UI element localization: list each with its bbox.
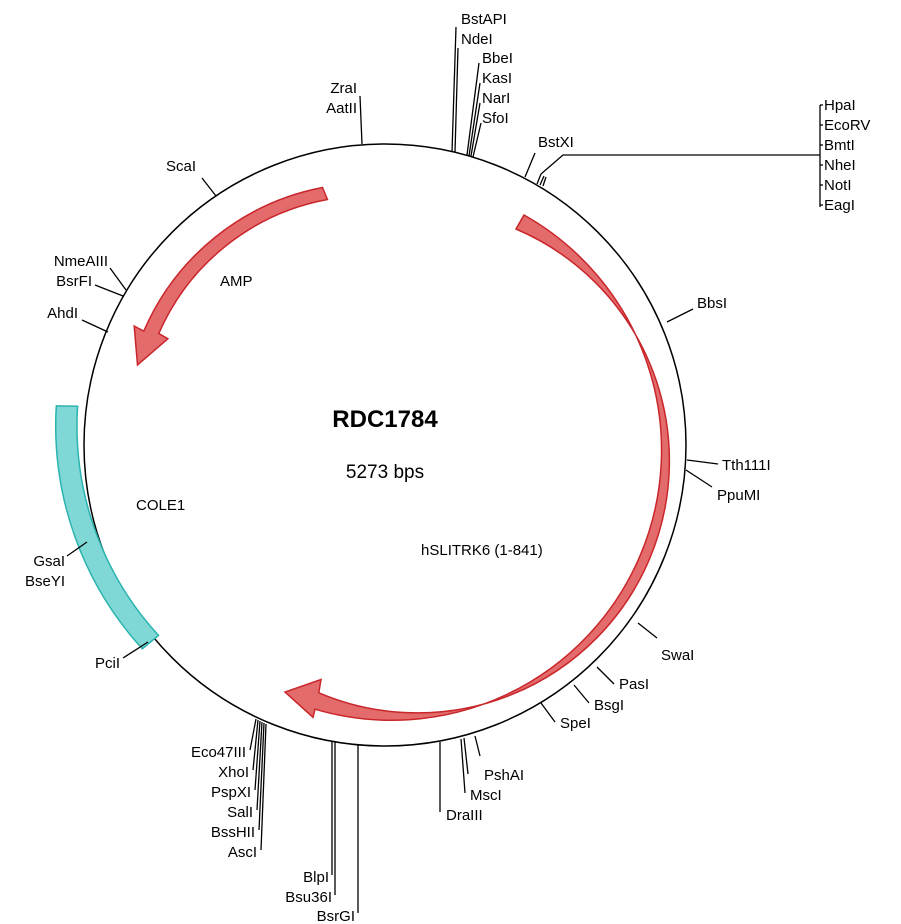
site-label-pshai: PshAI (484, 767, 524, 784)
site-label-msci: MscI (470, 787, 502, 804)
site-label-kasi: KasI (482, 70, 512, 87)
site-label-ppumi: PpuMI (717, 487, 760, 504)
site-cluster-swai: SwaI (637, 622, 694, 664)
site-cluster-blpi: BlpI Bsu36I BsrGI (285, 742, 359, 924)
site-label-bbsi: BbsI (697, 295, 727, 312)
site-label-eagi: EagI (824, 197, 855, 214)
site-label-pcii: PciI (95, 655, 120, 672)
site-label-bsrgi: BsrGI (317, 908, 355, 924)
site-cluster-nmeaiii: NmeAIII BsrFI (54, 253, 127, 297)
site-label-hpai: HpaI (824, 97, 856, 114)
site-cluster-ahdi: AhdI (47, 305, 109, 333)
site-label-spei: SpeI (560, 715, 591, 732)
site-label-nhei: NheI (824, 157, 856, 174)
amp-label: AMP (220, 273, 253, 290)
site-label-asci: AscI (228, 844, 257, 861)
site-label-pasi: PasI (619, 676, 649, 693)
site-label-scai: ScaI (166, 158, 196, 175)
site-label-sali: SalI (227, 804, 253, 821)
site-label-bsu36i: Bsu36I (285, 889, 332, 906)
site-label-bsshii: BssHII (211, 824, 255, 841)
site-cluster-bbsi: BbsI (666, 295, 727, 323)
site-label-bseyi: BseYI (25, 573, 65, 590)
cole1-label: COLE1 (136, 497, 185, 514)
site-label-bsrfi: BsrFI (56, 273, 92, 290)
site-label-sfoi: SfoI (482, 110, 509, 127)
cole1-feature (55, 405, 160, 650)
site-label-swai: SwaI (661, 647, 694, 664)
site-cluster-gsai: GsaI BseYI (25, 541, 88, 590)
site-cluster-spei: SpeI (540, 702, 591, 732)
site-label-tth111i: Tth111I (722, 457, 771, 474)
plasmid-backbone (83, 143, 687, 747)
site-label-eco47iii: Eco47III (191, 744, 246, 761)
hslitrk6-feature (283, 213, 671, 721)
site-cluster-scai: ScaI (166, 158, 217, 197)
site-cluster-drai: PshAI MscI DraIII (439, 735, 524, 824)
site-label-ahdi: AhdI (47, 305, 78, 322)
site-label-nmeaiii: NmeAIII (54, 253, 108, 270)
plasmid-name: RDC1784 (332, 406, 438, 433)
hslitrk6-label: hSLITRK6 (1-841) (421, 542, 543, 559)
site-cluster-pasi: PasI (596, 666, 649, 693)
site-label-bbei: BbeI (482, 50, 513, 67)
site-label-bstapi: BstAPI (461, 11, 507, 28)
site-cluster-tth111i: Tth111I PpuMI (685, 457, 771, 504)
site-cluster-bstxi: BstXI (524, 134, 574, 178)
site-cluster-hpai: HpaI EcoRV BmtI NheI NotI EagI (536, 97, 870, 214)
site-label-zrai: ZraI (330, 80, 357, 97)
site-cluster-bsgi: BsgI (573, 684, 624, 714)
site-label-blpi: BlpI (303, 869, 329, 886)
site-label-bmti: BmtI (824, 137, 855, 154)
site-cluster-top: BstAPI NdeI BbeI KasI NarI SfoI (451, 11, 513, 158)
plasmid-size: 5273 bps (346, 462, 424, 483)
site-label-xhoi: XhoI (218, 764, 249, 781)
site-cluster-pcii: PciI (95, 641, 149, 672)
site-label-gsai: GsaI (33, 553, 65, 570)
site-label-nari: NarI (482, 90, 510, 107)
site-label-aatii: AatII (326, 100, 357, 117)
site-label-pspxi: PspXI (211, 784, 251, 801)
site-cluster-eco47iii: Eco47III XhoI PspXI SalI BssHII AscI (191, 718, 267, 861)
site-cluster-zrai: ZraI AatII (326, 80, 363, 145)
site-label-ndei: NdeI (461, 31, 493, 48)
site-label-draiii: DraIII (446, 807, 483, 824)
site-label-bsgi: BsgI (594, 697, 624, 714)
site-label-noti: NotI (824, 177, 852, 194)
amp-feature (133, 186, 329, 367)
site-label-bstxi: BstXI (538, 134, 574, 151)
site-label-ecorv: EcoRV (824, 117, 870, 134)
